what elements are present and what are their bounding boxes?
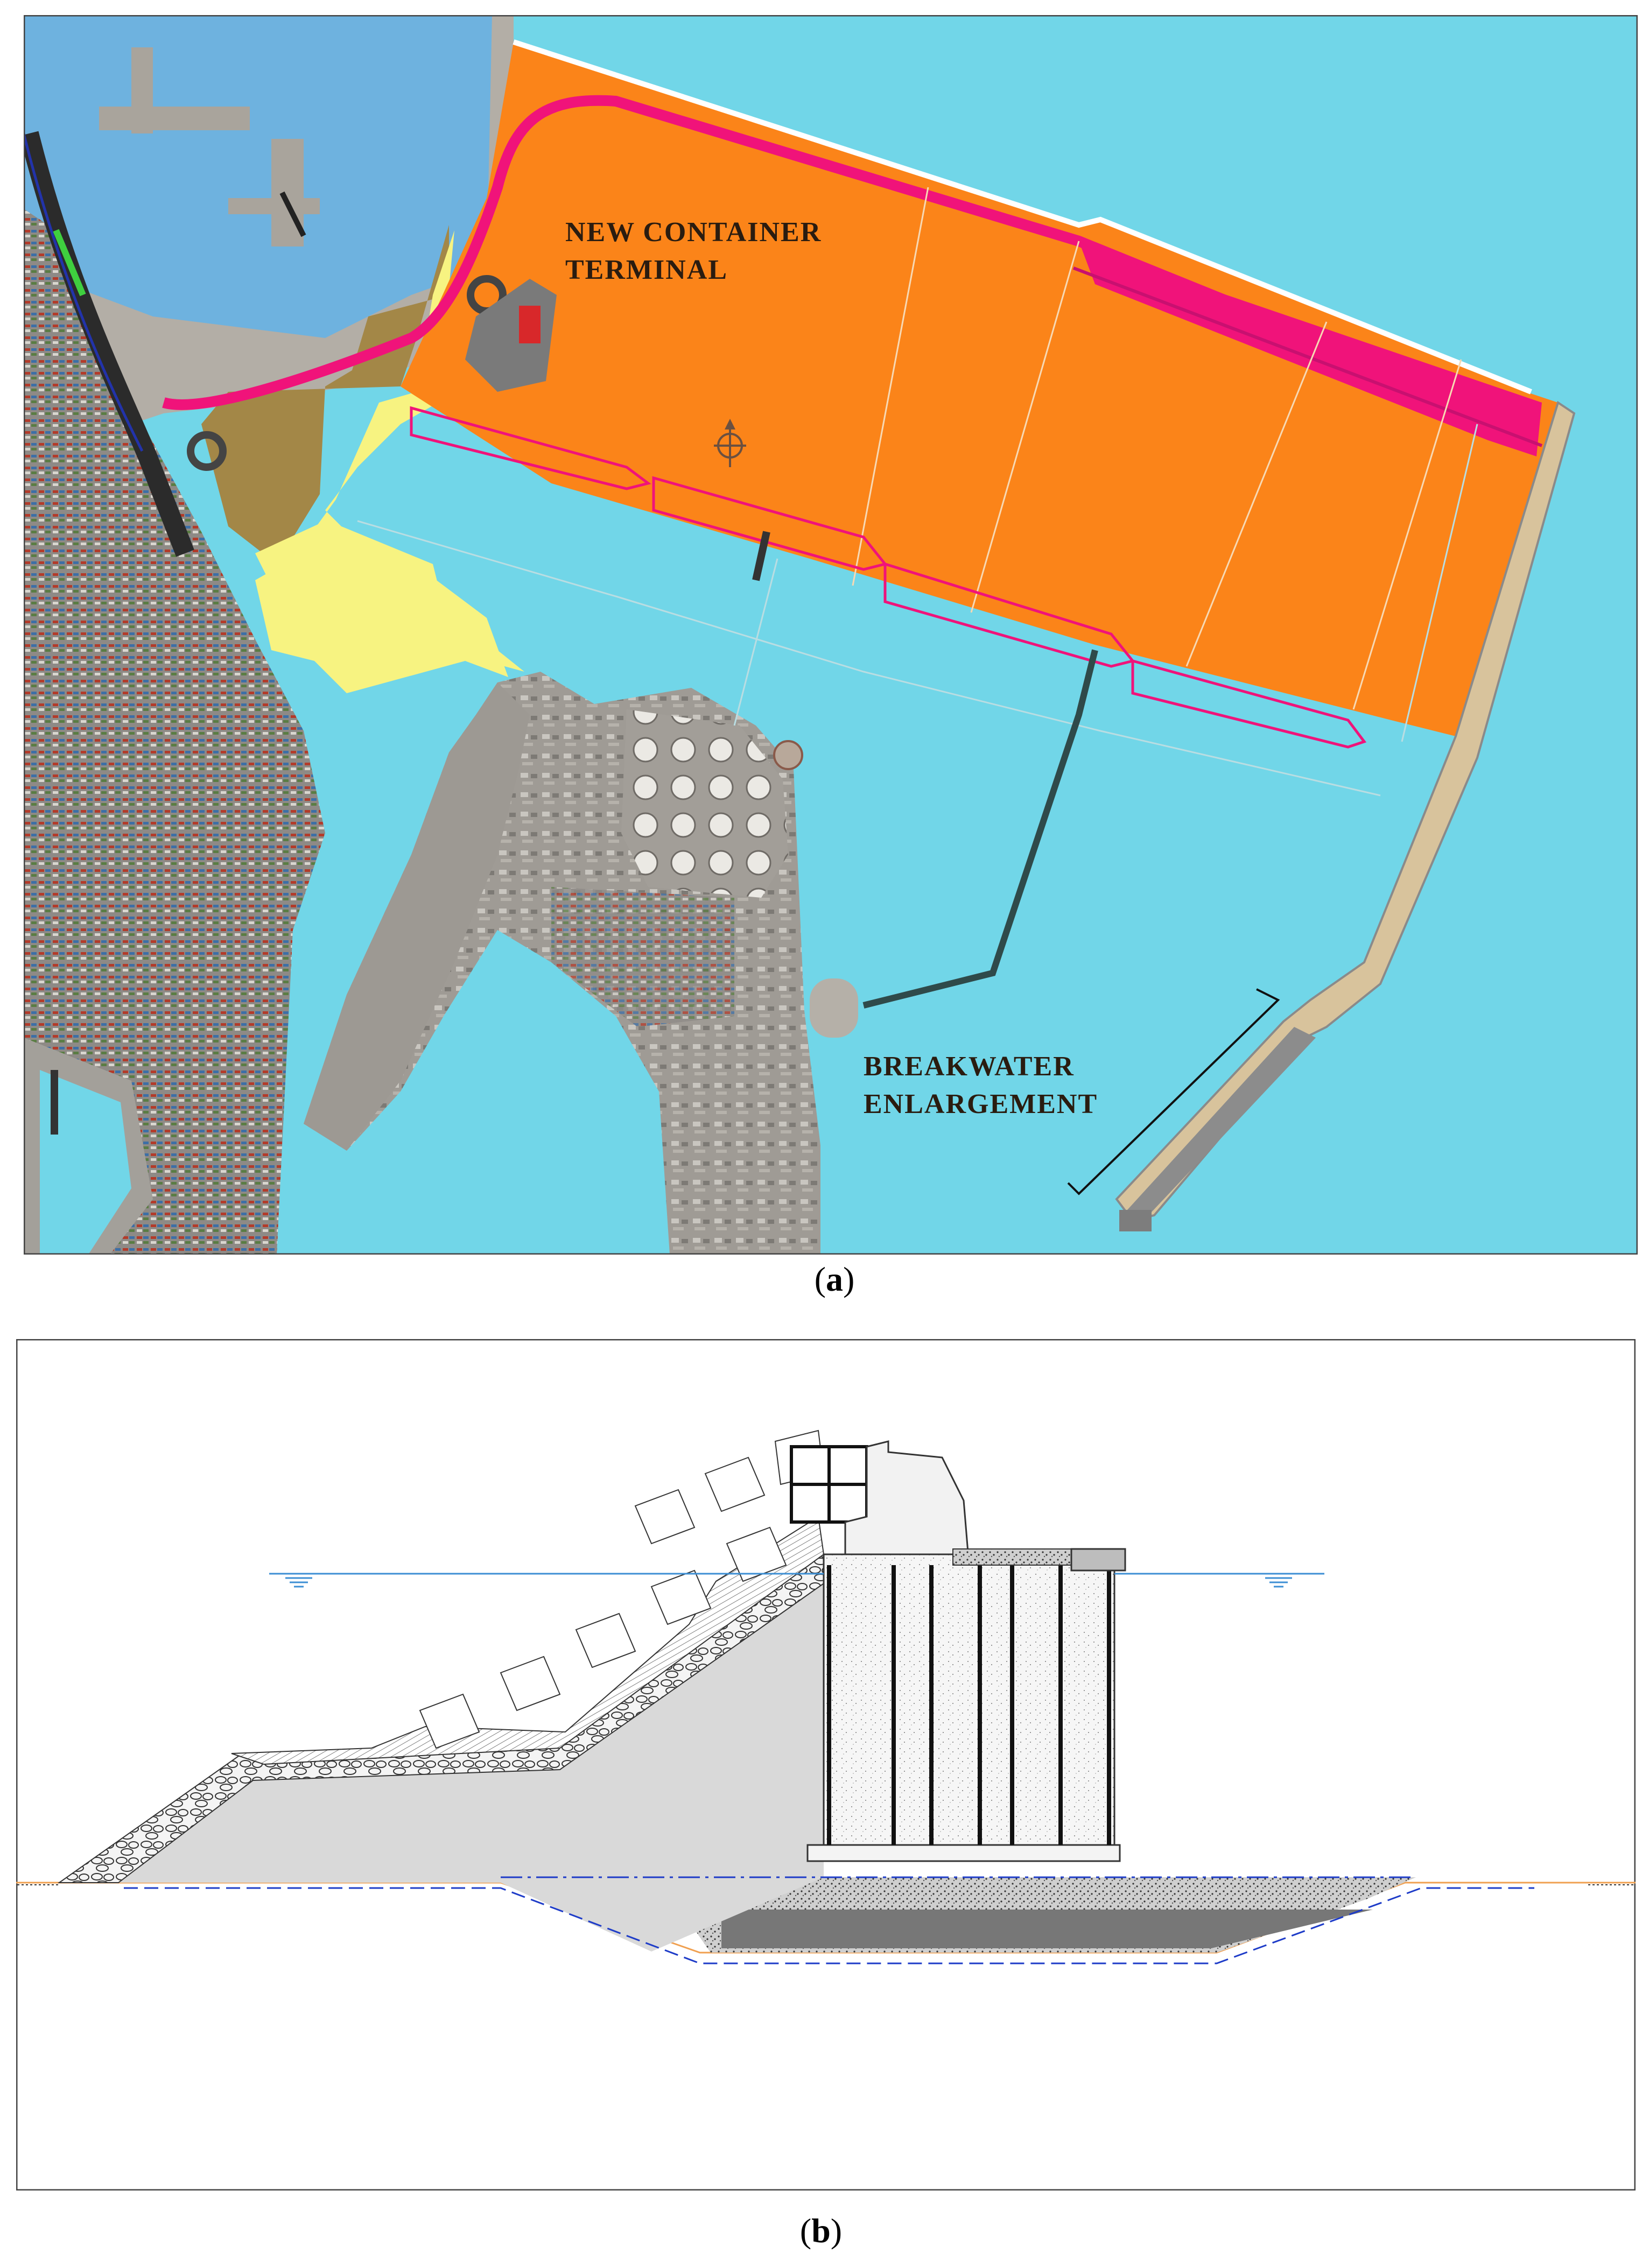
- inner-breakwater: [862, 649, 1098, 1009]
- brown-fill-area: [201, 225, 449, 564]
- gate-building: [519, 306, 541, 343]
- jetty: [752, 531, 770, 581]
- caption-paren-open: (: [814, 1260, 826, 1298]
- dredge-line: [1401, 424, 1478, 742]
- yellow-fill-area-2: [255, 521, 508, 693]
- highway-blue: [22, 133, 144, 452]
- rail-line: [1072, 266, 1543, 447]
- pier: [131, 47, 153, 133]
- access-road: [162, 95, 1533, 429]
- south-west-basin: [40, 1070, 131, 1255]
- division-line: [1185, 321, 1328, 667]
- container-yard: [24, 209, 325, 1255]
- breakwater-label-line2: ENLARGEMENT: [864, 1089, 1098, 1119]
- division-line: [1352, 359, 1462, 710]
- berth-outline: [1131, 659, 1367, 749]
- caption-letter: a: [826, 1260, 843, 1298]
- roundabout-area: [810, 978, 858, 1038]
- armour-blocks: [419, 1429, 825, 1749]
- pier: [228, 198, 320, 214]
- caisson-body: [823, 1553, 1115, 1846]
- pier-line: [279, 191, 306, 237]
- caption-letter: b: [811, 2211, 831, 2250]
- small-pier: [51, 1070, 58, 1135]
- west-pier: [304, 682, 530, 1151]
- water-level-icon: [285, 1577, 312, 1588]
- breakwater-section-panel: [16, 1339, 1636, 2191]
- breakwater-head: [1119, 1210, 1152, 1231]
- container-terminal-area: [401, 42, 1558, 736]
- berth-outline: [652, 476, 888, 571]
- terminal-label-line1: NEW CONTAINER: [565, 217, 822, 248]
- port-plan-map: NEW CONTAINER TERMINAL BREAKWATER ENLARG…: [19, 15, 1638, 1255]
- dredge-outline: [357, 520, 1381, 797]
- terminal-label-line2: TERMINAL: [565, 255, 728, 285]
- terminal-edge: [513, 39, 1532, 395]
- caption-paren-close: ): [830, 2211, 843, 2250]
- breakwater-label-line1: BREAKWATER: [864, 1051, 1075, 1082]
- caption-paren-close: ): [843, 1260, 855, 1298]
- caption-paren-open: (: [799, 2211, 812, 2250]
- dredge-line: [733, 558, 778, 726]
- panel-b-caption: (b): [767, 2211, 875, 2251]
- breakwater-core: [92, 1565, 824, 1952]
- highway-green: [53, 229, 86, 297]
- highway: [19, 131, 194, 557]
- berth-outline: [883, 562, 1135, 668]
- caisson-cap-block: [1070, 1548, 1126, 1572]
- enlargement-bracket: [1067, 988, 1280, 1195]
- pier-head: [773, 740, 803, 770]
- panel-a-caption: (a): [781, 1259, 888, 1299]
- breakwater-enlargement: [1127, 1027, 1316, 1221]
- berth-outline: [410, 406, 651, 490]
- caisson-cap: [952, 1548, 1072, 1566]
- north-arrow-icon: [714, 419, 746, 467]
- roundabout: [187, 431, 227, 471]
- parking-area: [551, 887, 734, 1027]
- armour-layer: [231, 1516, 825, 1765]
- port-plan-panel: NEW CONTAINER TERMINAL BREAKWATER ENLARG…: [19, 15, 1638, 1255]
- tank-farm: [621, 709, 788, 898]
- caisson-base: [806, 1844, 1121, 1862]
- foundation-core: [721, 1910, 1373, 1948]
- caisson-walls: [827, 1565, 1111, 1845]
- crown-blocks: [790, 1445, 868, 1524]
- design-dredge-line: [124, 1887, 1534, 1964]
- panel-a-frame: [23, 15, 1638, 1255]
- division-line: [852, 187, 929, 586]
- breakwater-cross-section: [16, 1339, 1636, 2191]
- division-line: [970, 241, 1080, 613]
- water-level-icon: [1265, 1577, 1292, 1588]
- pier: [99, 107, 250, 130]
